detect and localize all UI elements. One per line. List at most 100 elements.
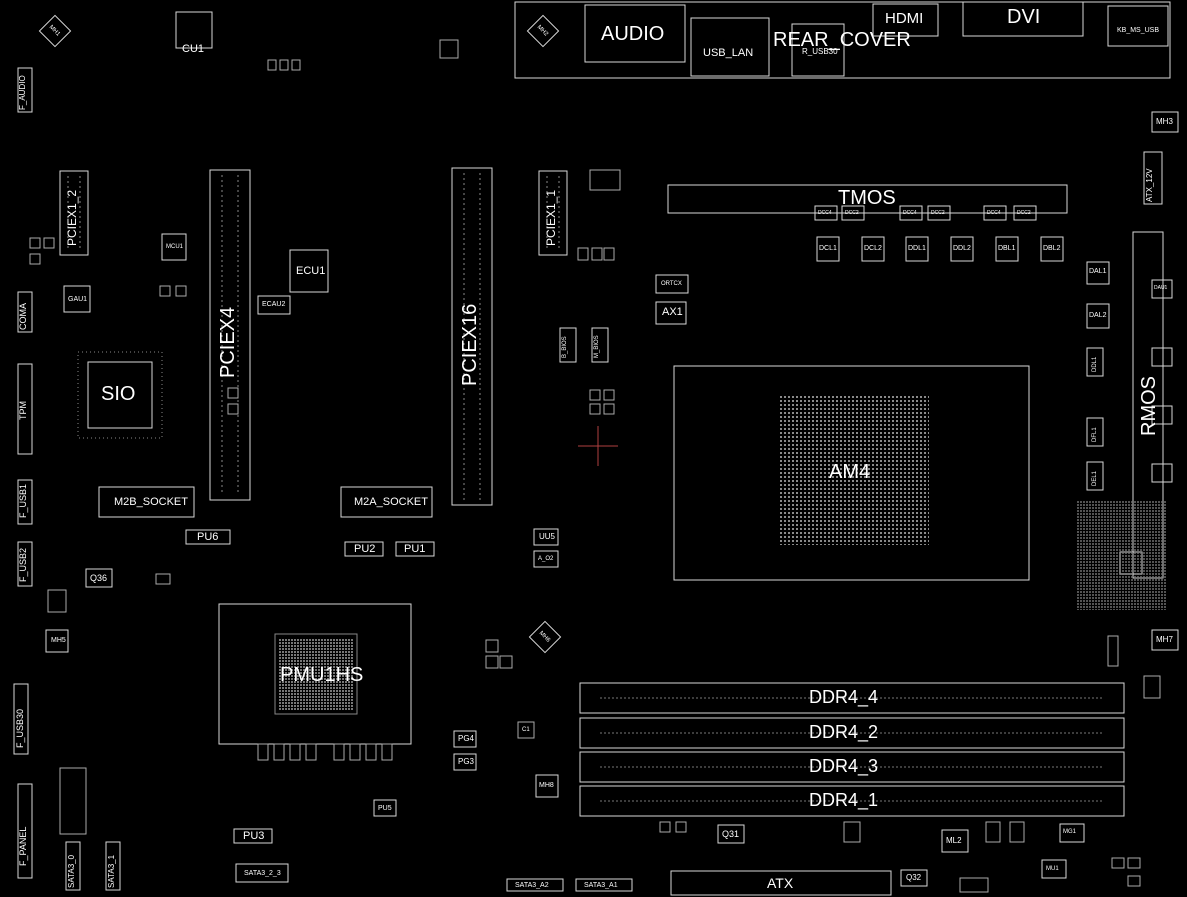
ddr4-3-slot[interactable] [579,751,1125,783]
pciex16-slot[interactable] [451,167,493,506]
pu3-box [233,828,273,844]
ddr4-2-label: DDR4_2 [809,722,879,742]
q32-label: Q32 [906,873,922,882]
dcc2c-label: DCC2 [1017,210,1031,216]
dal2-label: DAL2 [1089,312,1107,319]
ddl2-label: DDL2 [953,245,971,252]
ddr4-1-label: DDR4_1 [809,790,879,810]
m2a-socket[interactable] [340,486,433,518]
q31-label: Q31 [722,829,740,839]
pg4-box [453,730,477,748]
b-bios-label: B_BIOS [562,336,568,358]
mh5-box [45,629,69,653]
usb-lan-connector[interactable] [690,17,770,77]
mh7-box [1151,629,1179,651]
atx-12v-connector[interactable] [1143,151,1163,205]
dcl1-label: DCL1 [819,245,837,252]
atx-label: ATX [767,875,794,891]
f-panel-header[interactable] [17,783,33,879]
f-usb1-header[interactable] [17,479,33,525]
sata3-0-label: SATA3_0 [67,854,76,888]
ddl1-label: DDL1 [908,245,926,252]
pu5-box [373,799,397,817]
f-usb30-header[interactable] [13,683,29,755]
sata3-a1-connector[interactable] [575,878,633,892]
r-usb30-label: R_USB30 [802,47,838,56]
pmu1hs-label: PMU1HS [280,664,364,686]
f-audio-header[interactable] [17,67,33,113]
pmu1hs-chip [274,633,358,715]
gau1-label: GAU1 [68,296,88,303]
dcc2b-label: DCC2 [931,210,945,216]
coma-header[interactable] [17,291,33,333]
pu1-box [395,541,435,557]
ax1-box [655,301,687,325]
pciex1-1-slot[interactable] [538,170,568,256]
hdmi-connector[interactable] [872,3,939,37]
sata3-a2-label: SATA3_A2 [515,882,549,889]
cu1-label: CU1 [182,43,205,55]
pciex1-1-label: PCIEX1_1 [544,189,558,246]
ddr4-1-slot[interactable] [579,785,1125,817]
ddr4-4-label: DDR4_4 [809,687,879,707]
ddr4-4-slot[interactable] [579,682,1125,714]
pmu-pin-field [279,638,353,710]
atx-12v-label: ATX_12V [1145,168,1154,202]
kb-ms-usb-connector[interactable] [1107,5,1169,47]
uu5-label: UU5 [539,532,556,541]
hdmi-label: HDMI [885,10,924,27]
m2b-socket[interactable] [98,486,195,518]
q31-box [717,824,745,844]
sata3-2-3-label: SATA3_2_3 [244,870,281,877]
dbl2-label: DBL2 [1043,245,1061,252]
pu2-box [344,541,384,557]
pciex4-slot[interactable] [209,169,251,501]
rear-cover-label: REAR_COVER [773,29,911,51]
sata3-0-connector[interactable] [65,841,81,891]
tpm-header[interactable] [17,363,33,455]
dbl1-label: DBL1 [998,245,1016,252]
dvi-label: DVI [1007,6,1041,28]
mh8-box [535,774,559,798]
mu1-box [1041,859,1067,879]
pg3-box [453,753,477,771]
dcc4c-label: DCC4 [987,210,1001,216]
kb-ms-usb-label: KB_MS_USB [1117,27,1160,34]
rear-io-outline [514,1,1171,79]
pciex4-label: PCIEX4 [217,306,239,378]
sata3-2-3-connector[interactable] [235,863,289,883]
q32-box [900,869,928,887]
cu1-chip [175,11,213,49]
f-usb2-header[interactable] [17,541,33,587]
dvi-connector[interactable] [962,1,1084,37]
a-o2-box [533,550,559,568]
dcc4b-label: DCC4 [903,210,917,216]
dcc4a-label: DCC4 [818,210,832,216]
q36-label: Q36 [90,573,108,583]
ecau2-chip [257,295,291,315]
pu6-box [185,529,231,545]
sio-label: SIO [101,383,136,405]
mh7-label: MH7 [1156,635,1173,644]
mcu1-chip [161,233,187,261]
m2a-socket-label: M2A_SOCKET [354,496,428,508]
pciex1-2-slot[interactable] [59,170,89,256]
sata3-a2-connector[interactable] [506,878,564,892]
am4-socket[interactable] [673,365,1030,581]
ddr4-2-slot[interactable] [579,717,1125,749]
pg3-label: PG3 [458,757,475,766]
b-bios-chip [559,327,577,363]
dcl2-label: DCL2 [864,245,882,252]
uu5-box [533,528,559,546]
pu2-label: PU2 [354,543,376,555]
mh8-label: MH8 [539,782,554,789]
atx-connector[interactable] [670,870,892,896]
ddr4-3-label: DDR4_3 [809,756,879,776]
mg1-label: MG1 [1063,829,1077,835]
audio-connector[interactable] [584,4,686,63]
dal1-label: DAL1 [1089,268,1107,275]
pu5-label: PU5 [378,805,392,812]
sata3-1-connector[interactable] [105,841,121,891]
r-usb30-connector[interactable] [791,23,845,77]
